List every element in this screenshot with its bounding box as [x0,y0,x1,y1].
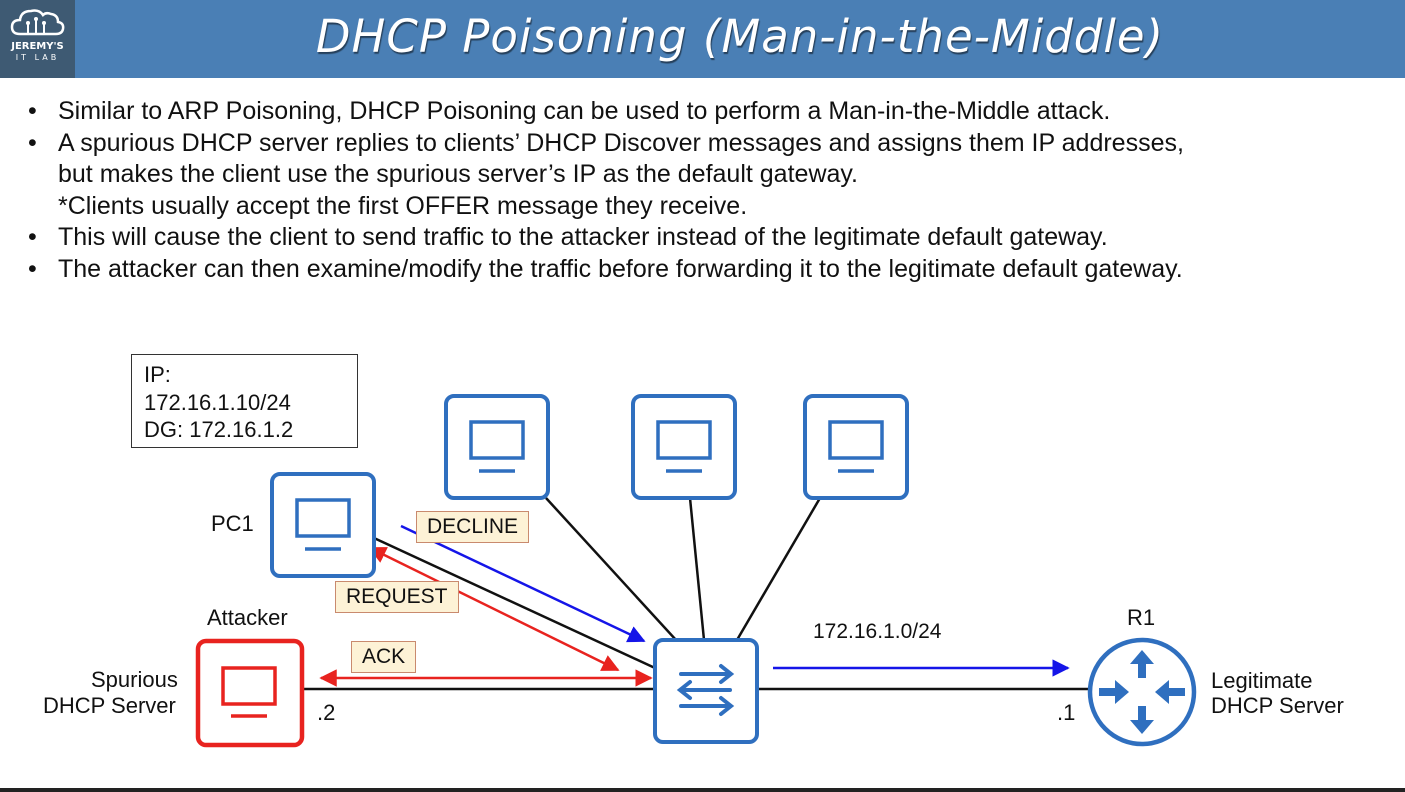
bullet-text: Similar to ARP Poisoning, DHCP Poisoning… [58,97,1111,125]
attacker-label: Attacker [207,605,288,630]
pc1-label: PC1 [211,511,254,536]
switch-icon[interactable] [653,638,759,744]
request-arrow [368,546,620,672]
bullet-item: • This will cause the client to send tra… [24,222,1184,254]
spurious-label-line1: Spurious [91,667,178,692]
bullet-list: • Similar to ARP Poisoning, DHCP Poisoni… [24,96,1184,285]
slide-title: DHCP Poisoning (Man-in-the-Middle) [315,10,1165,63]
bullet-item: • Similar to ARP Poisoning, DHCP Poisoni… [24,96,1184,128]
pc1-icon[interactable] [270,472,376,578]
bullet-text: This will cause the client to send traff… [58,223,1108,251]
logo-text-top: JEREMY'S [11,41,64,52]
link-pc4-switch [735,497,822,641]
pc-icon[interactable] [444,394,550,500]
ip-label: IP: [144,362,171,387]
bullet-item: • The attacker can then examine/modify t… [24,254,1184,286]
router-icon[interactable] [1087,637,1197,747]
bullet-text: A spurious DHCP server replies to client… [58,128,1184,157]
router-ip-label: .1 [1057,700,1076,725]
bottom-border [0,788,1405,792]
jeremys-it-lab-logo: JEREMY'S IT LAB [0,0,75,78]
spurious-label-line2: DHCP Server [43,693,176,718]
legit-label-line2: DHCP Server [1211,693,1344,718]
pc-icon[interactable] [803,394,909,500]
request-message-tag: REQUEST [335,581,459,613]
link-pc3-switch [688,497,706,641]
cloud-circuit-icon [10,9,65,36]
bullet-text: *Clients usually accept the first OFFER … [58,191,748,220]
attacker-ip-label: .2 [317,700,336,725]
decline-message-tag: DECLINE [416,511,530,543]
pc1-ip-info-box: IP: 172.16.1.10/24 DG: 172.16.1.2 [131,354,358,448]
router-label: R1 [1127,605,1156,630]
bullet-text: The attacker can then examine/modify the… [58,254,1183,283]
attacker-pc-icon[interactable] [195,638,305,748]
link-pc2-switch [545,497,677,641]
title-bar: JEREMY'S IT LAB DHCP Poisoning (Man-in-t… [0,0,1405,78]
legit-label-line1: Legitimate [1211,668,1313,693]
bullet-item: • A spurious DHCP server replies to clie… [24,128,1184,223]
ip-address: 172.16.1.10/24 [144,389,291,415]
default-gateway: DG: 172.16.1.2 [144,417,294,442]
logo-text-bottom: IT LAB [15,53,60,62]
network-label: 172.16.1.0/24 [813,620,942,643]
bullet-text: but makes the client use the spurious se… [58,160,858,188]
ack-message-tag: ACK [351,641,417,673]
pc-icon[interactable] [631,394,737,500]
